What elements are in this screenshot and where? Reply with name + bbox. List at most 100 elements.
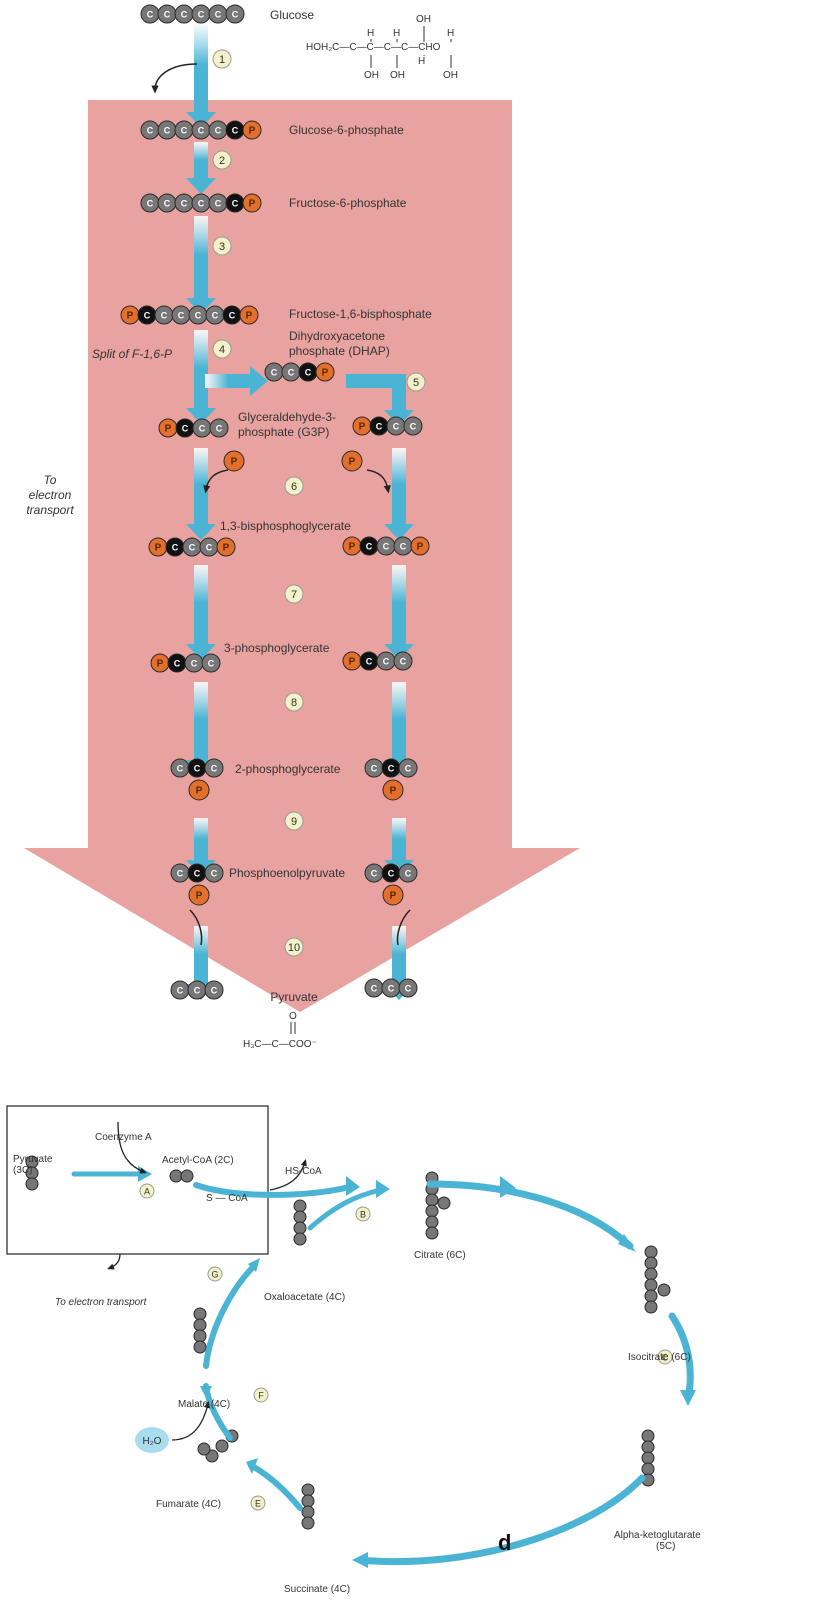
krebs-acetyl (169, 1169, 194, 1183)
carbon-atom (393, 651, 413, 671)
krebs-succinate (301, 1483, 315, 1530)
label-citrate: Citrate (6C) (414, 1250, 466, 1261)
step-circle-9 (284, 811, 304, 831)
krebs-step-letter-B: B (360, 1210, 366, 1220)
krebs-step-circle-B (355, 1206, 371, 1222)
step-number-4: 4 (219, 344, 225, 356)
svg-text:OH: OH (390, 70, 405, 81)
carbon-label: C (393, 422, 400, 432)
carbon-label: C (211, 869, 218, 879)
carbon-label: C (194, 986, 201, 996)
carbon-label: C (161, 311, 168, 321)
carbon-atom (180, 1169, 194, 1183)
carbon-atom (644, 1267, 658, 1281)
krebs-isocitrate (644, 1245, 658, 1314)
carbon-atom (425, 1215, 439, 1229)
krebs-step-circle-A (139, 1183, 155, 1199)
label-glucose-6-phosphate: Glucose-6-phosphate (289, 123, 404, 137)
label-box-to-electron-transport: To electron transport (55, 1297, 148, 1308)
carbon-atom (301, 1483, 315, 1497)
carbon-atom (641, 1440, 655, 1454)
phosphate-label: P (157, 659, 164, 670)
carbon-label: C (232, 199, 239, 209)
step-number-1: 1 (219, 54, 225, 66)
glucose-structural-formula: OH H H H HOH₂C—C—C—C—C—CHO OH OH H OH (306, 14, 458, 81)
label-succinate: Succinate (4C) (284, 1584, 350, 1595)
carbon-atom (225, 4, 245, 24)
step-circle-10 (284, 937, 304, 957)
carbon-atom (641, 1429, 655, 1443)
carbon-label: C (177, 764, 184, 774)
krebs-oxaloacetate (293, 1199, 307, 1246)
label-malate: Malate (4C) (178, 1399, 230, 1410)
carbon-label: C (144, 311, 151, 321)
carbon-atom (204, 980, 224, 1000)
phosphate-label: P (349, 657, 356, 668)
label-alpha-kg-2: (5C) (656, 1541, 675, 1552)
krebs-step-circle-F (253, 1387, 269, 1403)
carbon-label: C (177, 986, 184, 996)
pyruvate-structural-formula: O H₃C—C—COO⁻ (243, 1011, 317, 1050)
carbon-atom (193, 1307, 207, 1321)
carbon-atom (209, 418, 229, 438)
carbon-label: C (181, 199, 188, 209)
krebs-step-letter-C: C (662, 1353, 669, 1363)
carbon-label: C (164, 199, 171, 209)
carbon-label: C (198, 10, 205, 20)
carbon-label: C (147, 126, 154, 136)
label-hs-coa: HS-CoA (285, 1166, 322, 1177)
carbon-label: C (215, 199, 222, 209)
carbon-label: C (174, 659, 181, 669)
krebs-step-letter-F: F (258, 1391, 264, 1401)
step-number-6: 6 (291, 481, 297, 493)
svg-text:H: H (418, 56, 425, 67)
carbon-label: C (164, 10, 171, 20)
carbon-atom (204, 758, 224, 778)
carbon-atom (193, 1329, 207, 1343)
label-g3p-line1: Glyceraldehyde-3- (238, 410, 336, 424)
phosphate-label: P (127, 311, 134, 322)
carbon-label: C (147, 10, 154, 20)
carbon-label: C (215, 126, 222, 136)
svg-text:P: P (196, 891, 203, 902)
phosphate-label: P (246, 311, 253, 322)
svg-text:OH: OH (443, 70, 458, 81)
step-circle-5 (406, 372, 426, 392)
krebs-side-arrows (107, 1121, 307, 1441)
svg-text:H: H (367, 28, 374, 39)
carbon-atom (193, 1340, 207, 1354)
step-number-3: 3 (219, 241, 225, 253)
krebs-cycle-arrows (71, 1171, 694, 1566)
label-glucose: Glucose (270, 8, 314, 22)
carbon-label: C (405, 984, 412, 994)
carbon-label: C (211, 986, 218, 996)
carbon-label: C (371, 764, 378, 774)
label-water: H₂O (143, 1436, 162, 1447)
step-circle-4 (212, 339, 232, 359)
label-g3p-line2: phosphate (G3P) (238, 425, 329, 439)
carbon-label: C (216, 424, 223, 434)
carbon-label: C (199, 424, 206, 434)
label-dhap-line2: phosphate (DHAP) (289, 344, 390, 358)
carbon-atom (403, 416, 423, 436)
label-phosphoenolpyruvate: Phosphoenolpyruvate (229, 866, 345, 880)
carbon-atom (425, 1226, 439, 1240)
carbon-label: C (400, 657, 407, 667)
phosphate-group: P (188, 779, 210, 801)
carbon-atom (193, 1318, 207, 1332)
carbon-label: C (178, 311, 185, 321)
pyruvate-oxidation-box (6, 1105, 269, 1255)
phosphate-label: P (349, 542, 356, 553)
label-s-coa: S — CoA (206, 1193, 248, 1204)
